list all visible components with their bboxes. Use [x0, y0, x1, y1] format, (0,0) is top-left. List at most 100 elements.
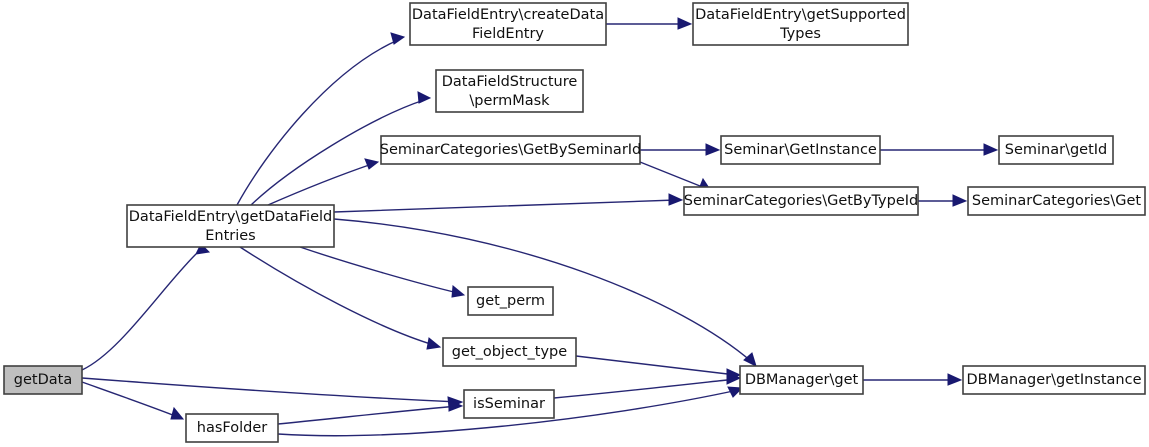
node-label: getData	[14, 372, 72, 388]
node-box[interactable]	[442, 337, 577, 367]
edge-line	[277, 405, 459, 425]
edge-hasFolder-to-isSeminar	[277, 399, 464, 425]
edge-line	[333, 199, 677, 213]
node-GetByTypeId[interactable]: SeminarCategories\GetByTypeId	[683, 186, 919, 216]
node-box[interactable]	[739, 365, 864, 395]
arrowhead-icon	[677, 17, 693, 30]
node-label: FieldEntry	[472, 26, 544, 42]
arrowhead-icon	[952, 194, 968, 207]
node-box[interactable]	[683, 186, 919, 216]
edge-createDataFieldEntry-to-getSupportedTypes	[606, 17, 693, 30]
node-get_object_type[interactable]: get_object_type	[442, 337, 577, 367]
node-box[interactable]	[435, 69, 584, 113]
node-label: DBManager\getInstance	[966, 372, 1141, 388]
node-box[interactable]	[967, 186, 1146, 216]
edge-getDataFieldEntries-to-permMask	[250, 91, 432, 206]
edge-line	[575, 355, 737, 376]
node-permMask[interactable]: DataFieldStructure \permMask	[435, 69, 584, 113]
arrowhead-icon	[364, 158, 380, 170]
arrowhead-icon	[727, 386, 744, 398]
node-box[interactable]	[185, 413, 279, 443]
edge-line	[553, 378, 737, 399]
node-label: get_perm	[476, 293, 545, 309]
edge-isSeminar-to-DBManagerGet	[553, 372, 742, 399]
node-box[interactable]	[3, 365, 83, 395]
arrowhead-icon	[947, 373, 963, 386]
edge-getData-to-getDataFieldEntries	[81, 243, 211, 371]
node-label: SeminarCategories\GetBySeminarId	[380, 142, 642, 158]
arrowhead-icon	[417, 91, 432, 104]
edge-getDataFieldEntries-to-get_perm	[299, 246, 466, 298]
arrowhead-icon	[668, 193, 684, 206]
node-label: Seminar\getId	[1005, 142, 1108, 158]
arrowhead-icon	[983, 143, 999, 156]
edge-line	[267, 163, 373, 206]
arrowhead-icon	[170, 406, 185, 420]
node-label: Entries	[205, 228, 256, 244]
node-label: Types	[779, 26, 821, 42]
edge-line	[277, 389, 739, 437]
node-getData[interactable]: getData	[3, 365, 83, 395]
arrowhead-icon	[448, 399, 464, 412]
arrowhead-icon	[743, 352, 757, 367]
arrowhead-icon	[726, 368, 742, 381]
edge-hasFolder-to-DBManagerGet	[277, 386, 744, 437]
edge-line	[239, 246, 435, 346]
node-label: DataFieldEntry\createData	[412, 7, 604, 23]
edge-get_object_type-to-DBManagerGet	[575, 355, 742, 381]
arrowhead-icon	[195, 243, 211, 255]
edge-getData-to-hasFolder	[81, 381, 185, 420]
node-GetBySeminarId[interactable]: SeminarCategories\GetBySeminarId	[380, 135, 642, 165]
edge-getData-to-isSeminar	[81, 377, 464, 409]
edge-GetByTypeId-to-SeminarCategoriesGet	[918, 194, 968, 207]
nodes-layer: getData hasFolder isSeminar get_object_type…	[3, 2, 1146, 443]
edge-line	[81, 253, 197, 371]
node-box[interactable]	[463, 389, 555, 419]
node-box[interactable]	[126, 204, 335, 248]
node-hasFolder[interactable]: hasFolder	[185, 413, 279, 443]
node-box[interactable]	[409, 2, 607, 46]
edge-SeminarGetInstance-to-SeminargetId	[880, 143, 999, 156]
node-SeminargetId[interactable]: Seminar\getId	[998, 135, 1114, 165]
node-box[interactable]	[380, 135, 641, 165]
node-box[interactable]	[467, 286, 554, 316]
node-label: get_object_type	[452, 344, 567, 360]
node-get_perm[interactable]: get_perm	[467, 286, 554, 316]
node-DBManagerGet[interactable]: DBManager\get	[739, 365, 864, 395]
node-SeminarGetInstance[interactable]: Seminar\GetInstance	[720, 135, 881, 165]
edge-GetBySeminarId-to-SeminarGetInstance	[640, 143, 721, 156]
node-SeminarCategoriesGet[interactable]: SeminarCategories\Get	[967, 186, 1146, 216]
node-label: SeminarCategories\GetByTypeId	[684, 193, 919, 209]
node-label: DBManager\get	[745, 372, 859, 388]
node-isSeminar[interactable]: isSeminar	[463, 389, 555, 419]
node-label: \permMask	[469, 93, 550, 109]
edge-line	[81, 381, 179, 418]
edge-getDataFieldEntries-to-get_object_type	[239, 246, 442, 350]
node-label: DataFieldEntry\getDataField	[129, 209, 332, 225]
node-DBManagergetInstance[interactable]: DBManager\getInstance	[962, 365, 1146, 395]
edges-layer	[81, 17, 999, 437]
edge-DBManagerGet-to-DBManagergetInstance	[863, 373, 963, 386]
node-box[interactable]	[720, 135, 881, 165]
edge-line	[299, 246, 459, 294]
edge-getDataFieldEntries-to-DBManagerGet	[333, 218, 757, 367]
edge-line	[236, 39, 399, 206]
edge-line	[250, 99, 425, 206]
edge-getDataFieldEntries-to-GetBySeminarId	[267, 158, 380, 206]
node-label: DataFieldStructure	[442, 74, 578, 90]
edge-getDataFieldEntries-to-createDataFieldEntry	[236, 32, 406, 206]
arrowhead-icon	[705, 143, 721, 156]
edge-line	[639, 161, 706, 189]
node-box[interactable]	[692, 2, 909, 46]
arrowhead-icon	[390, 32, 406, 45]
node-label: DataFieldEntry\getSupported	[695, 7, 906, 23]
node-box[interactable]	[998, 135, 1114, 165]
node-label: hasFolder	[197, 420, 267, 436]
node-box[interactable]	[962, 365, 1146, 395]
arrowhead-icon	[451, 285, 466, 298]
edge-getDataFieldEntries-to-GetByTypeId	[333, 193, 684, 213]
